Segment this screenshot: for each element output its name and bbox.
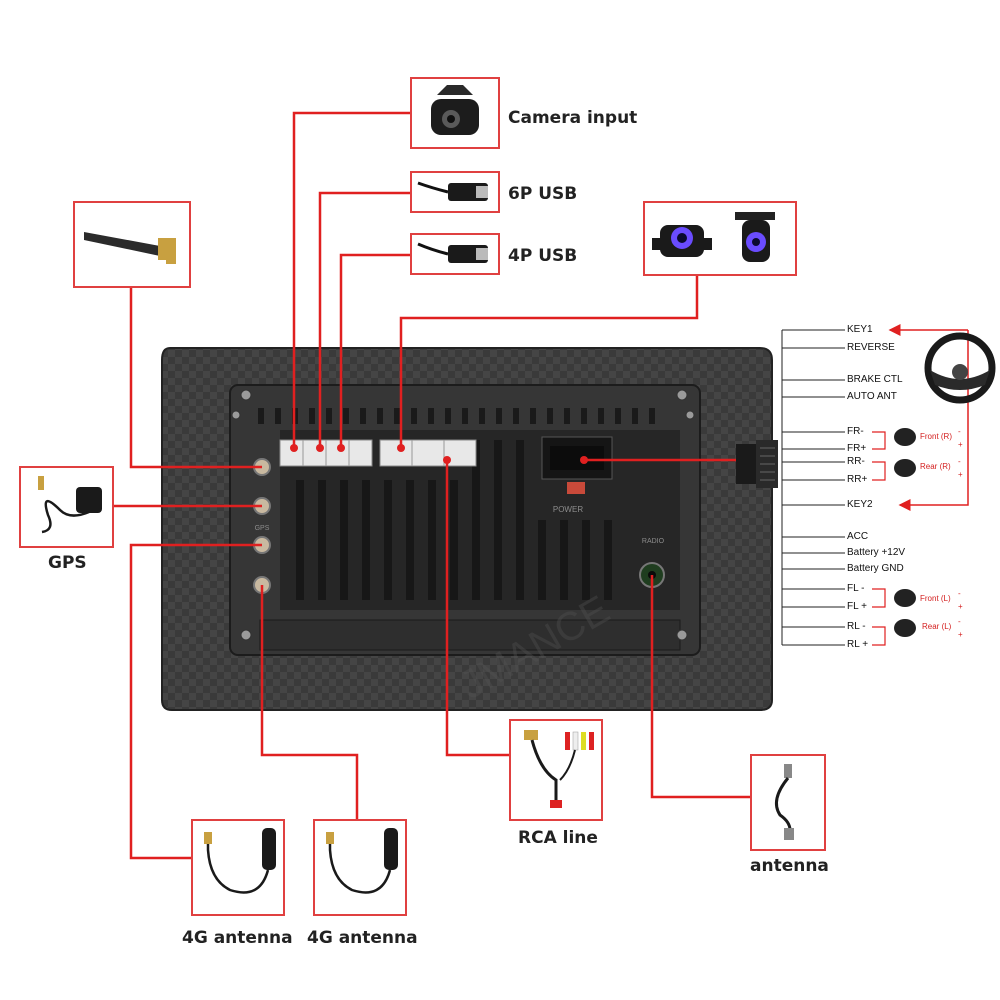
wire-rl-plus: RL + bbox=[847, 639, 869, 650]
wire-rr-plus: RR+ bbox=[847, 474, 868, 485]
antenna-label: antenna bbox=[750, 856, 829, 876]
speaker-icon bbox=[894, 428, 916, 637]
wire-fr-plus: FR+ bbox=[847, 443, 867, 454]
radio-port-label: RADIO bbox=[642, 538, 665, 545]
wire-fl-plus: FL + bbox=[847, 601, 867, 612]
wire-rr-minus: RR- bbox=[847, 456, 865, 467]
radio-antenna-cable-icon bbox=[774, 764, 794, 840]
speaker-rear-r-minus: - bbox=[958, 457, 961, 466]
speaker-front-r-minus: - bbox=[958, 427, 961, 436]
speaker-rear-l-plus: + bbox=[958, 630, 963, 639]
antenna-4g-label-2: 4G antenna bbox=[307, 928, 418, 948]
vent-slots bbox=[258, 408, 655, 424]
wire-battery-12v: Battery +12V bbox=[847, 547, 906, 558]
wire-auto-ant: AUTO ANT bbox=[847, 391, 897, 402]
speaker-front-l-minus: - bbox=[958, 589, 961, 598]
speaker-wiring bbox=[872, 431, 886, 646]
speaker-front-l-plus: + bbox=[958, 602, 963, 611]
4g-antenna-icon bbox=[204, 828, 398, 894]
speaker-rear-r-label: Rear (R) bbox=[920, 462, 951, 471]
speaker-rear-l-label: Rear (L) bbox=[922, 622, 952, 631]
wire-fr-minus: FR- bbox=[847, 426, 864, 437]
wire-key1: KEY1 bbox=[847, 324, 873, 335]
harness-plug bbox=[736, 440, 778, 488]
speaker-front-r-plus: + bbox=[958, 440, 963, 449]
wire-brake-ctl: BRAKE CTL bbox=[847, 374, 903, 385]
wire-battery-gnd: Battery GND bbox=[847, 563, 904, 574]
gps-port-label: GPS bbox=[255, 525, 270, 532]
antenna-4g-label-1: 4G antenna bbox=[182, 928, 293, 948]
gps-puck-icon bbox=[38, 476, 102, 534]
wire-fl-minus: FL - bbox=[847, 583, 865, 594]
mounting-screws bbox=[231, 389, 695, 641]
gsm-antenna-icon bbox=[84, 232, 176, 264]
wire-key2: KEY2 bbox=[847, 499, 873, 510]
steering-wheel-icon bbox=[924, 332, 996, 404]
harness-socket bbox=[541, 436, 613, 494]
usb-cable-icon bbox=[417, 181, 488, 263]
speaker-rear-l-minus: - bbox=[958, 617, 961, 626]
heatsink-fins bbox=[296, 440, 612, 600]
camera-input-label: Camera input bbox=[508, 108, 638, 128]
connection-wires bbox=[113, 111, 751, 860]
speaker-rear-r-plus: + bbox=[958, 470, 963, 479]
rca-cable-icon bbox=[524, 730, 594, 808]
head-unit: POWER RADIO GPS JMANCE bbox=[161, 347, 773, 711]
wire-rl-minus: RL - bbox=[847, 621, 866, 632]
wire-reverse: REVERSE bbox=[847, 342, 895, 353]
speaker-front-l-label: Front (L) bbox=[920, 594, 951, 603]
usb-camera-connectors bbox=[279, 439, 477, 467]
wire-acc: ACC bbox=[847, 531, 869, 542]
gps-label: GPS bbox=[48, 553, 87, 573]
harness-wires bbox=[781, 329, 845, 646]
camera-icon bbox=[431, 85, 479, 135]
speaker-front-r-label: Front (R) bbox=[920, 432, 952, 441]
usb-4p-label: 4P USB bbox=[508, 246, 578, 266]
usb-6p-label: 6P USB bbox=[508, 184, 578, 204]
backup-camera-icon bbox=[652, 212, 775, 262]
power-port-label: POWER bbox=[553, 505, 583, 514]
rca-line-label: RCA line bbox=[518, 828, 598, 848]
